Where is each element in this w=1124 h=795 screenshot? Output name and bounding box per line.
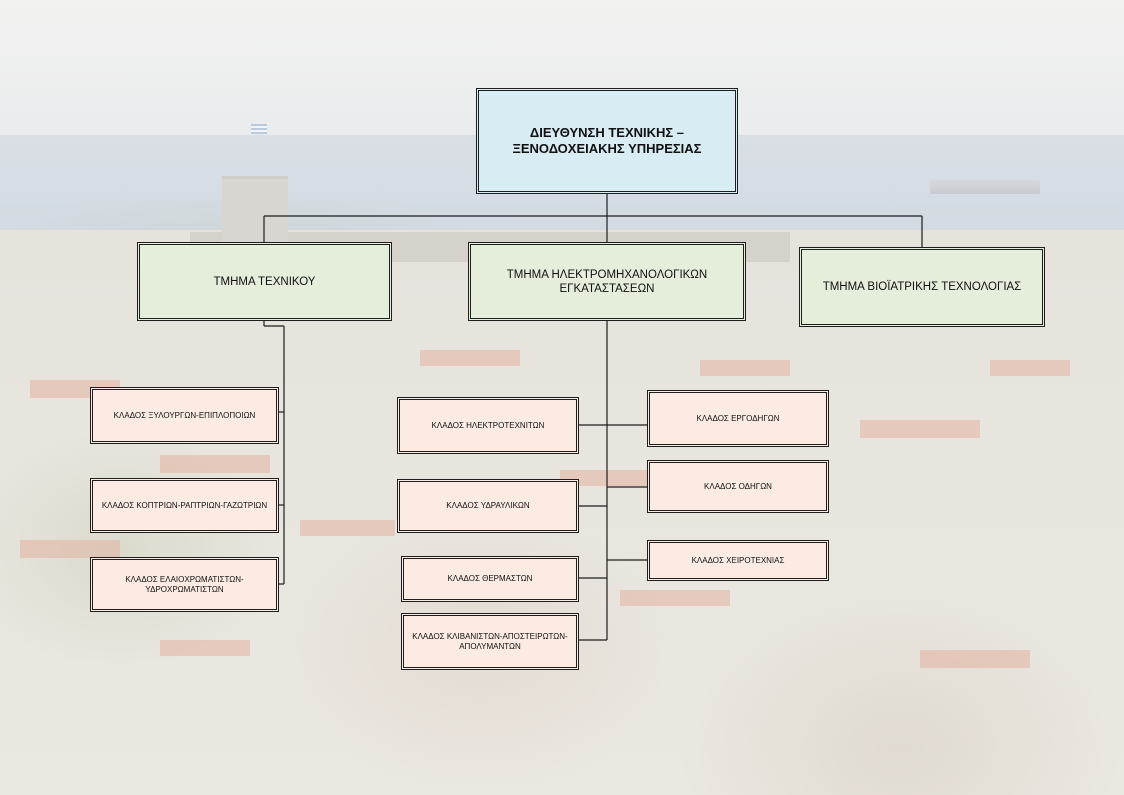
branch-plumbers-box: ΚΛΑΔΟΣ ΥΔΡΑΥΛΙΚΩΝ [397,479,579,533]
branch-label: ΚΛΑΔΟΣ ΚΟΠΤΡΙΩΝ-ΡΑΠΤΡΙΩΝ-ΓΑΖΩΤΡΙΩΝ [101,500,268,510]
roof [160,640,250,656]
branch-label: ΚΛΑΔΟΣ ΟΔΗΓΩΝ [704,481,772,491]
branch-handcraft-box: ΚΛΑΔΟΣ ΧΕΙΡΟΤΕΧΝΙΑΣ [647,540,829,581]
roof [420,350,520,366]
roof [860,420,980,438]
branch-drivers-box: ΚΛΑΔΟΣ ΟΔΗΓΩΝ [647,460,829,513]
roof [560,470,650,486]
roof [160,455,270,473]
branch-label: ΚΛΑΔΟΣ ΚΛΙΒΑΝΙΣΤΩΝ-ΑΠΟΣΤΕΙΡΩΤΩΝ- ΑΠΟΛΥΜΑ… [412,631,568,651]
branch-label: ΚΛΑΔΟΣ ΧΕΙΡΟΤΕΧΝΙΑΣ [691,555,785,565]
branch-label: ΚΛΑΔΟΣ ΕΡΓΟΔΗΓΩΝ [696,413,780,423]
department-technical-box: ΤΜΗΜΑ ΤΕΧΝΙΚΟΥ [137,242,392,321]
roof [20,540,120,558]
castle-tower [222,176,288,249]
branch-label: ΚΛΑΔΟΣ ΥΔΡΑΥΛΙΚΩΝ [446,501,530,510]
branch-tailors-box: ΚΛΑΔΟΣ ΚΟΠΤΡΙΩΝ-ΡΑΠΤΡΙΩΝ-ΓΑΖΩΤΡΙΩΝ [90,478,279,533]
branch-sterilizers-box: ΚΛΑΔΟΣ ΚΛΙΒΑΝΙΣΤΩΝ-ΑΠΟΣΤΕΙΡΩΤΩΝ- ΑΠΟΛΥΜΑ… [401,613,579,670]
branch-electricians-box: ΚΛΑΔΟΣ ΗΛΕΚΤΡΟΤΕΧΝΙΤΩΝ [397,397,579,454]
director-title: ΔΙΕΥΘΥΝΣΗ ΤΕΧΝΙΚΗΣ – ΞΕΝΟΔΟΧΕΙΑΚΗΣ ΥΠΗΡΕ… [512,125,702,156]
department-biomedical-box: ΤΜΗΜΑ ΒΙΟΪΑΤΡΙΚΗΣ ΤΕΧΝΟΛΟΓΙΑΣ [799,247,1045,327]
roof [920,650,1030,668]
branch-heaters-box: ΚΛΑΔΟΣ ΘΕΡΜΑΣΤΩΝ [401,556,579,602]
branch-carpenters-box: ΚΛΑΔΟΣ ΞΥΛΟΥΡΓΩΝ-ΕΠΙΠΛΟΠΟΙΩΝ [90,387,279,444]
branch-foremen-box: ΚΛΑΔΟΣ ΕΡΓΟΔΗΓΩΝ [647,390,829,447]
director-box: ΔΙΕΥΘΥΝΣΗ ΤΕΧΝΙΚΗΣ – ΞΕΝΟΔΟΧΕΙΑΚΗΣ ΥΠΗΡΕ… [476,88,738,194]
department-electromechanical-title: ΤΜΗΜΑ ΗΛΕΚΤΡΟΜΗΧΑΝΟΛΟΓΙΚΩΝ ΕΓΚΑΤΑΣΤΑΣΕΩΝ [506,268,708,295]
branch-label: ΚΛΑΔΟΣ ΘΕΡΜΑΣΤΩΝ [447,574,533,583]
roof [700,360,790,376]
branch-label: ΚΛΑΔΟΣ ΞΥΛΟΥΡΓΩΝ-ΕΠΙΠΛΟΠΟΙΩΝ [113,410,256,420]
ship [930,180,1040,194]
branch-label: ΚΛΑΔΟΣ ΗΛΕΚΤΡΟΤΕΧΝΙΤΩΝ [431,420,545,430]
department-technical-title: ΤΜΗΜΑ ΤΕΧΝΙΚΟΥ [213,275,316,288]
roof [620,590,730,606]
roof [300,520,395,536]
department-biomedical-title: ΤΜΗΜΑ ΒΙΟΪΑΤΡΙΚΗΣ ΤΕΧΝΟΛΟΓΙΑΣ [822,281,1022,293]
branch-painters-box: ΚΛΑΔΟΣ ΕΛΑΙΟΧΡΩΜΑΤΙΣΤΩΝ- ΥΔΡΟΧΡΩΜΑΤΙΣΤΩΝ [90,557,279,612]
department-electromechanical-box: ΤΜΗΜΑ ΗΛΕΚΤΡΟΜΗΧΑΝΟΛΟΓΙΚΩΝ ΕΓΚΑΤΑΣΤΑΣΕΩΝ [468,242,746,321]
branch-label: ΚΛΑΔΟΣ ΕΛΑΙΟΧΡΩΜΑΤΙΣΤΩΝ- ΥΔΡΟΧΡΩΜΑΤΙΣΤΩΝ [125,574,244,594]
flag-icon [251,124,267,134]
roof [990,360,1070,376]
